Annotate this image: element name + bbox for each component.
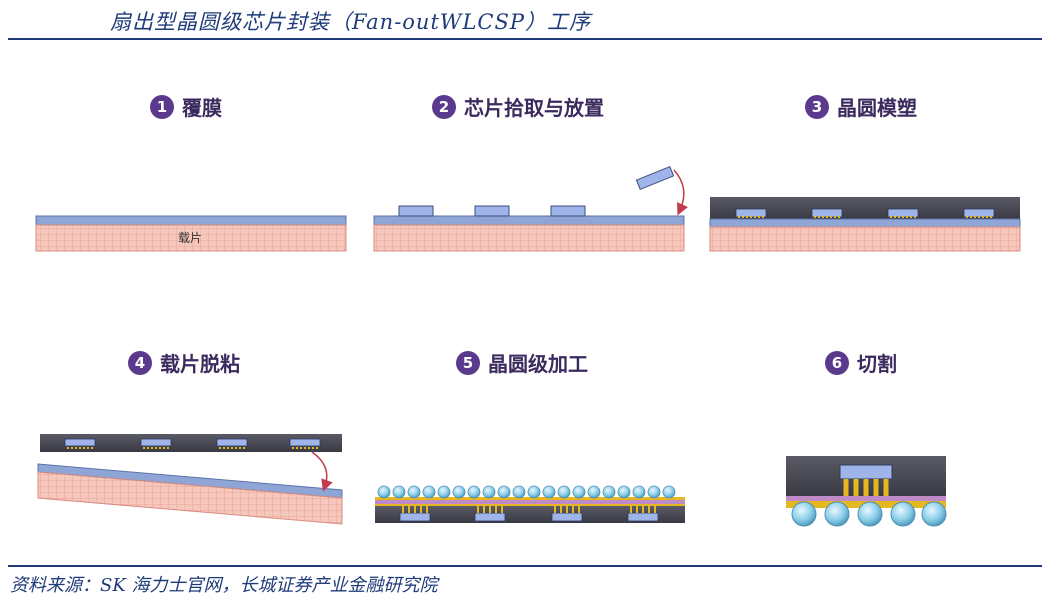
chip [627,512,659,522]
step-label: 载片脱粘 [160,352,240,376]
film-layer [709,218,1021,228]
carrier-substrate [373,224,685,252]
debond-arrow [311,451,333,492]
dielectric-layer [786,496,946,501]
step-number-badge: 4 [128,350,152,375]
step-label: 切割 [857,352,897,376]
step-6-heading: 6 切割 [825,348,897,377]
step-1-diagram: 载片 [35,215,347,252]
carrier-label: 载片 [178,231,202,245]
step-number-badge: 6 [825,350,849,375]
step-5-heading: 5 晶圆级加工 [456,348,588,377]
chip [399,512,431,522]
chip [550,205,586,217]
chip [474,205,510,217]
chip [887,208,919,218]
solder-balls [791,501,947,527]
film-layer [373,215,685,226]
step-number-badge: 2 [432,94,456,119]
header-divider [8,38,1042,40]
solder-ball-row [377,485,676,499]
step-label: 晶圆级加工 [488,352,588,376]
chip [811,208,843,218]
source-note: 资料来源：SK 海力士官网，长城证券产业金融研究院 [10,575,438,596]
film-layer [35,215,347,226]
step-2-diagram [373,165,688,252]
chip [963,208,995,218]
chip [474,512,506,522]
step-label: 晶圆模塑 [837,96,917,120]
step-2-heading: 2 芯片拾取与放置 [432,92,604,121]
chip [735,208,767,218]
carrier-substrate [709,226,1021,252]
chip [289,438,321,447]
step-4-heading: 4 载片脱粘 [128,348,240,377]
chip [551,512,583,522]
mold-compound [375,506,685,523]
chip [64,438,96,447]
step-4-diagram [37,434,343,525]
step-5-diagram [375,485,685,523]
step-number-badge: 5 [456,350,480,375]
step-number-badge: 1 [150,94,174,119]
mold-compound [40,434,342,452]
chip [839,464,893,480]
chip [216,438,248,447]
step-label: 覆膜 [182,96,222,120]
mold-compound [710,197,1020,219]
carrier-substrate [35,224,347,252]
step-label: 芯片拾取与放置 [464,96,604,120]
step-3-diagram [709,197,1021,252]
chip [140,438,172,447]
step-3-heading: 3 晶圆模塑 [805,92,917,121]
carrier-substrate [37,471,343,525]
placement-arrow [673,169,688,216]
footer-divider [8,565,1042,567]
step-1-heading: 1 覆膜 [150,92,222,121]
page-title: 扇出型晶圆级芯片封装（Fan-outWLCSP）工序 [110,10,592,34]
chip-being-placed [635,165,675,191]
chip [398,205,434,217]
step-number-badge: 3 [805,94,829,119]
step-6-diagram [786,456,947,527]
